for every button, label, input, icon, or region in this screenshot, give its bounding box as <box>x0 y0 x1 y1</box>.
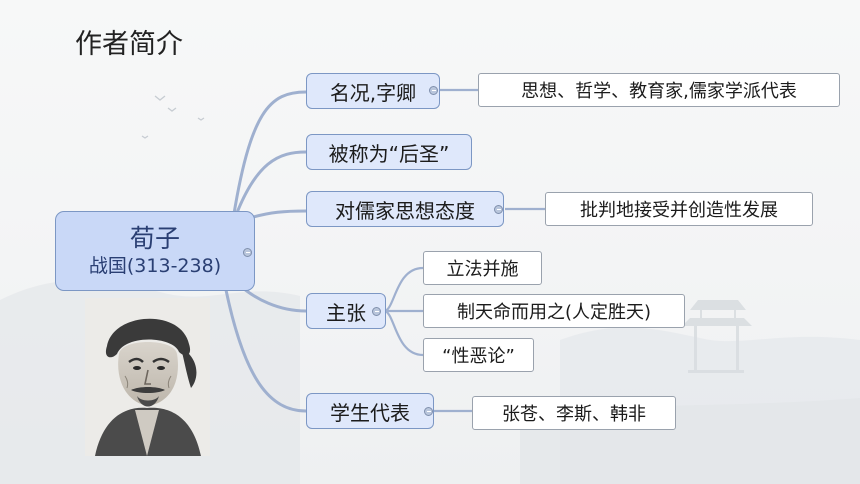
connector-branch-5 <box>224 288 308 413</box>
collapse-branch-3-icon[interactable] <box>494 205 503 214</box>
leaf-4-3-label: “性恶论” <box>442 346 515 367</box>
branch-4-label: 主张 <box>326 300 366 325</box>
branch-5-topic[interactable]: 学生代表 <box>306 393 434 429</box>
connector-branch-3 <box>248 209 308 220</box>
collapse-branch-1-icon[interactable] <box>429 86 438 95</box>
connector-branch-1 <box>230 90 308 228</box>
connector-leaf-4c <box>383 309 424 357</box>
leaf-4-2-label: 制天命而用之(人定胜天) <box>456 302 652 323</box>
branch-3-label: 对儒家思想态度 <box>335 198 475 223</box>
pavilion-icon <box>682 300 752 373</box>
leaf-3-1-label: 批判地接受并创造性发展 <box>580 200 778 221</box>
collapse-root-icon[interactable] <box>243 248 252 257</box>
branch-5-label: 学生代表 <box>330 400 410 425</box>
leaf-4-1-label: 立法并施 <box>446 259 519 280</box>
root-topic[interactable]: 荀子 战国(313-238) <box>55 211 255 291</box>
root-topic-subtitle: 战国(313-238) <box>88 255 222 277</box>
connector-leaf-4a <box>383 266 424 313</box>
leaf-3-1[interactable]: 批判地接受并创造性发展 <box>545 192 813 226</box>
branch-1-label: 名况,字卿 <box>329 80 417 105</box>
leaf-4-1[interactable]: 立法并施 <box>423 251 542 285</box>
leaf-1-1-label: 思想、哲学、教育家,儒家学派代表 <box>521 81 797 102</box>
branch-1-topic[interactable]: 名况,字卿 <box>306 73 440 109</box>
leaf-1-1[interactable]: 思想、哲学、教育家,儒家学派代表 <box>478 73 840 107</box>
leaf-5-1[interactable]: 张苍、李斯、韩非 <box>472 396 676 430</box>
slide-title: 作者简介 <box>75 29 183 60</box>
leaf-4-2[interactable]: 制天命而用之(人定胜天) <box>423 294 685 328</box>
leaf-4-3[interactable]: “性恶论” <box>423 338 534 372</box>
connector-branch-2 <box>230 150 308 228</box>
branch-2-label: 被称为“后圣” <box>328 141 450 166</box>
root-topic-name: 荀子 <box>129 224 180 253</box>
leaf-5-1-label: 张苍、李斯、韩非 <box>502 404 646 425</box>
collapse-branch-4-icon[interactable] <box>372 307 381 316</box>
branch-3-topic[interactable]: 对儒家思想态度 <box>306 191 504 227</box>
xunzi-portrait <box>85 298 210 456</box>
branch-2-topic[interactable]: 被称为“后圣” <box>306 134 472 170</box>
collapse-branch-5-icon[interactable] <box>424 407 433 416</box>
birds-icon <box>141 95 205 139</box>
